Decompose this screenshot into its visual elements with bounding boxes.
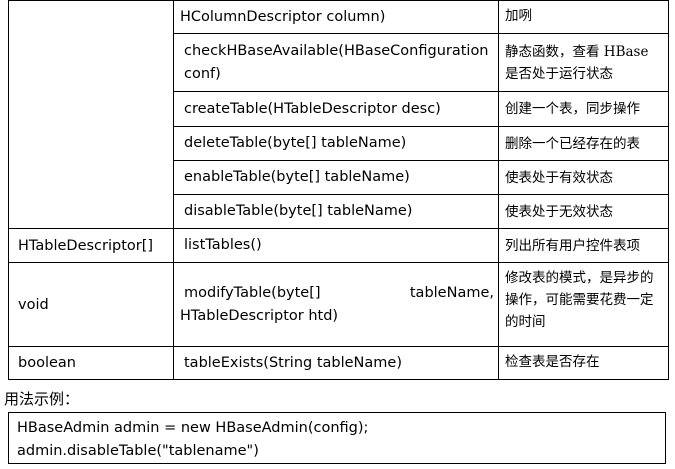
method-signature: disableTable(byte[] tableName) xyxy=(173,194,499,229)
method-signature-line: HTableDescriptor htd) xyxy=(180,307,339,324)
method-signature: createTable(HTableDescriptor desc) xyxy=(173,91,499,127)
table-row: enableTable(byte[] tableName) 使表处于有效状态 xyxy=(9,160,669,195)
method-description: 静态函数，查看 HBase 是否处于运行状态 xyxy=(498,33,669,92)
method-description: 列出所有用户控件表项 xyxy=(498,228,669,263)
method-signature-line: modifyTable(byte[] tableName, xyxy=(184,282,494,305)
table-row: createTable(HTableDescriptor desc) 创建一个表… xyxy=(9,91,669,127)
method-description: 删除一个已经存在的表 xyxy=(498,126,669,161)
return-type-cell: HTableDescriptor[] xyxy=(8,228,174,263)
table-row: deleteTable(byte[] tableName) 删除一个已经存在的表 xyxy=(9,126,669,161)
method-signature: tableExists(String tableName) xyxy=(173,346,499,380)
method-signature: checkHBaseAvailable(HBaseConfiguration c… xyxy=(173,33,499,92)
usage-example-label: 用法示例： xyxy=(4,390,80,408)
method-signature-part: tableName, xyxy=(409,284,494,301)
method-signature: enableTable(byte[] tableName) xyxy=(173,160,499,195)
method-description: 使表处于有效状态 xyxy=(498,160,669,195)
return-type-cell: void xyxy=(8,262,174,347)
code-line: HBaseAdmin admin = new HBaseAdmin(config… xyxy=(17,420,369,436)
return-type-cell xyxy=(8,0,174,229)
method-description: 修改表的模式，是异步的操作，可能需要花费一定的时间 xyxy=(498,262,669,347)
method-description: 使表处于无效状态 xyxy=(498,194,669,229)
table-row: void modifyTable(byte[] tableName, HTabl… xyxy=(8,262,669,347)
method-description: 加咧 xyxy=(498,0,669,34)
method-description: 检查表是否存在 xyxy=(498,346,669,380)
table-row: HTableDescriptor[] listTables() 列出所有用户控件… xyxy=(8,228,669,263)
table-row: checkHBaseAvailable(HBaseConfiguration c… xyxy=(9,33,669,92)
code-example-box: HBaseAdmin admin = new HBaseAdmin(config… xyxy=(8,412,666,464)
method-signature: deleteTable(byte[] tableName) xyxy=(173,126,499,161)
table-row: disableTable(byte[] tableName) 使表处于无效状态 xyxy=(9,194,669,229)
method-signature-part: modifyTable(byte[] xyxy=(184,284,321,301)
method-signature: modifyTable(byte[] tableName, HTableDesc… xyxy=(173,262,499,347)
api-method-table: HColumnDescriptor column) 加咧 checkHBaseA… xyxy=(8,0,669,380)
return-type-cell: boolean xyxy=(8,346,174,380)
table-row: HColumnDescriptor column) 加咧 xyxy=(8,0,669,229)
method-signature: listTables() xyxy=(173,228,499,263)
table-row: boolean tableExists(String tableName) 检查… xyxy=(8,346,669,380)
code-line: admin.disableTable("tablename") xyxy=(17,443,259,459)
method-signature: HColumnDescriptor column) xyxy=(173,0,499,34)
method-description: 创建一个表，同步操作 xyxy=(498,91,669,127)
